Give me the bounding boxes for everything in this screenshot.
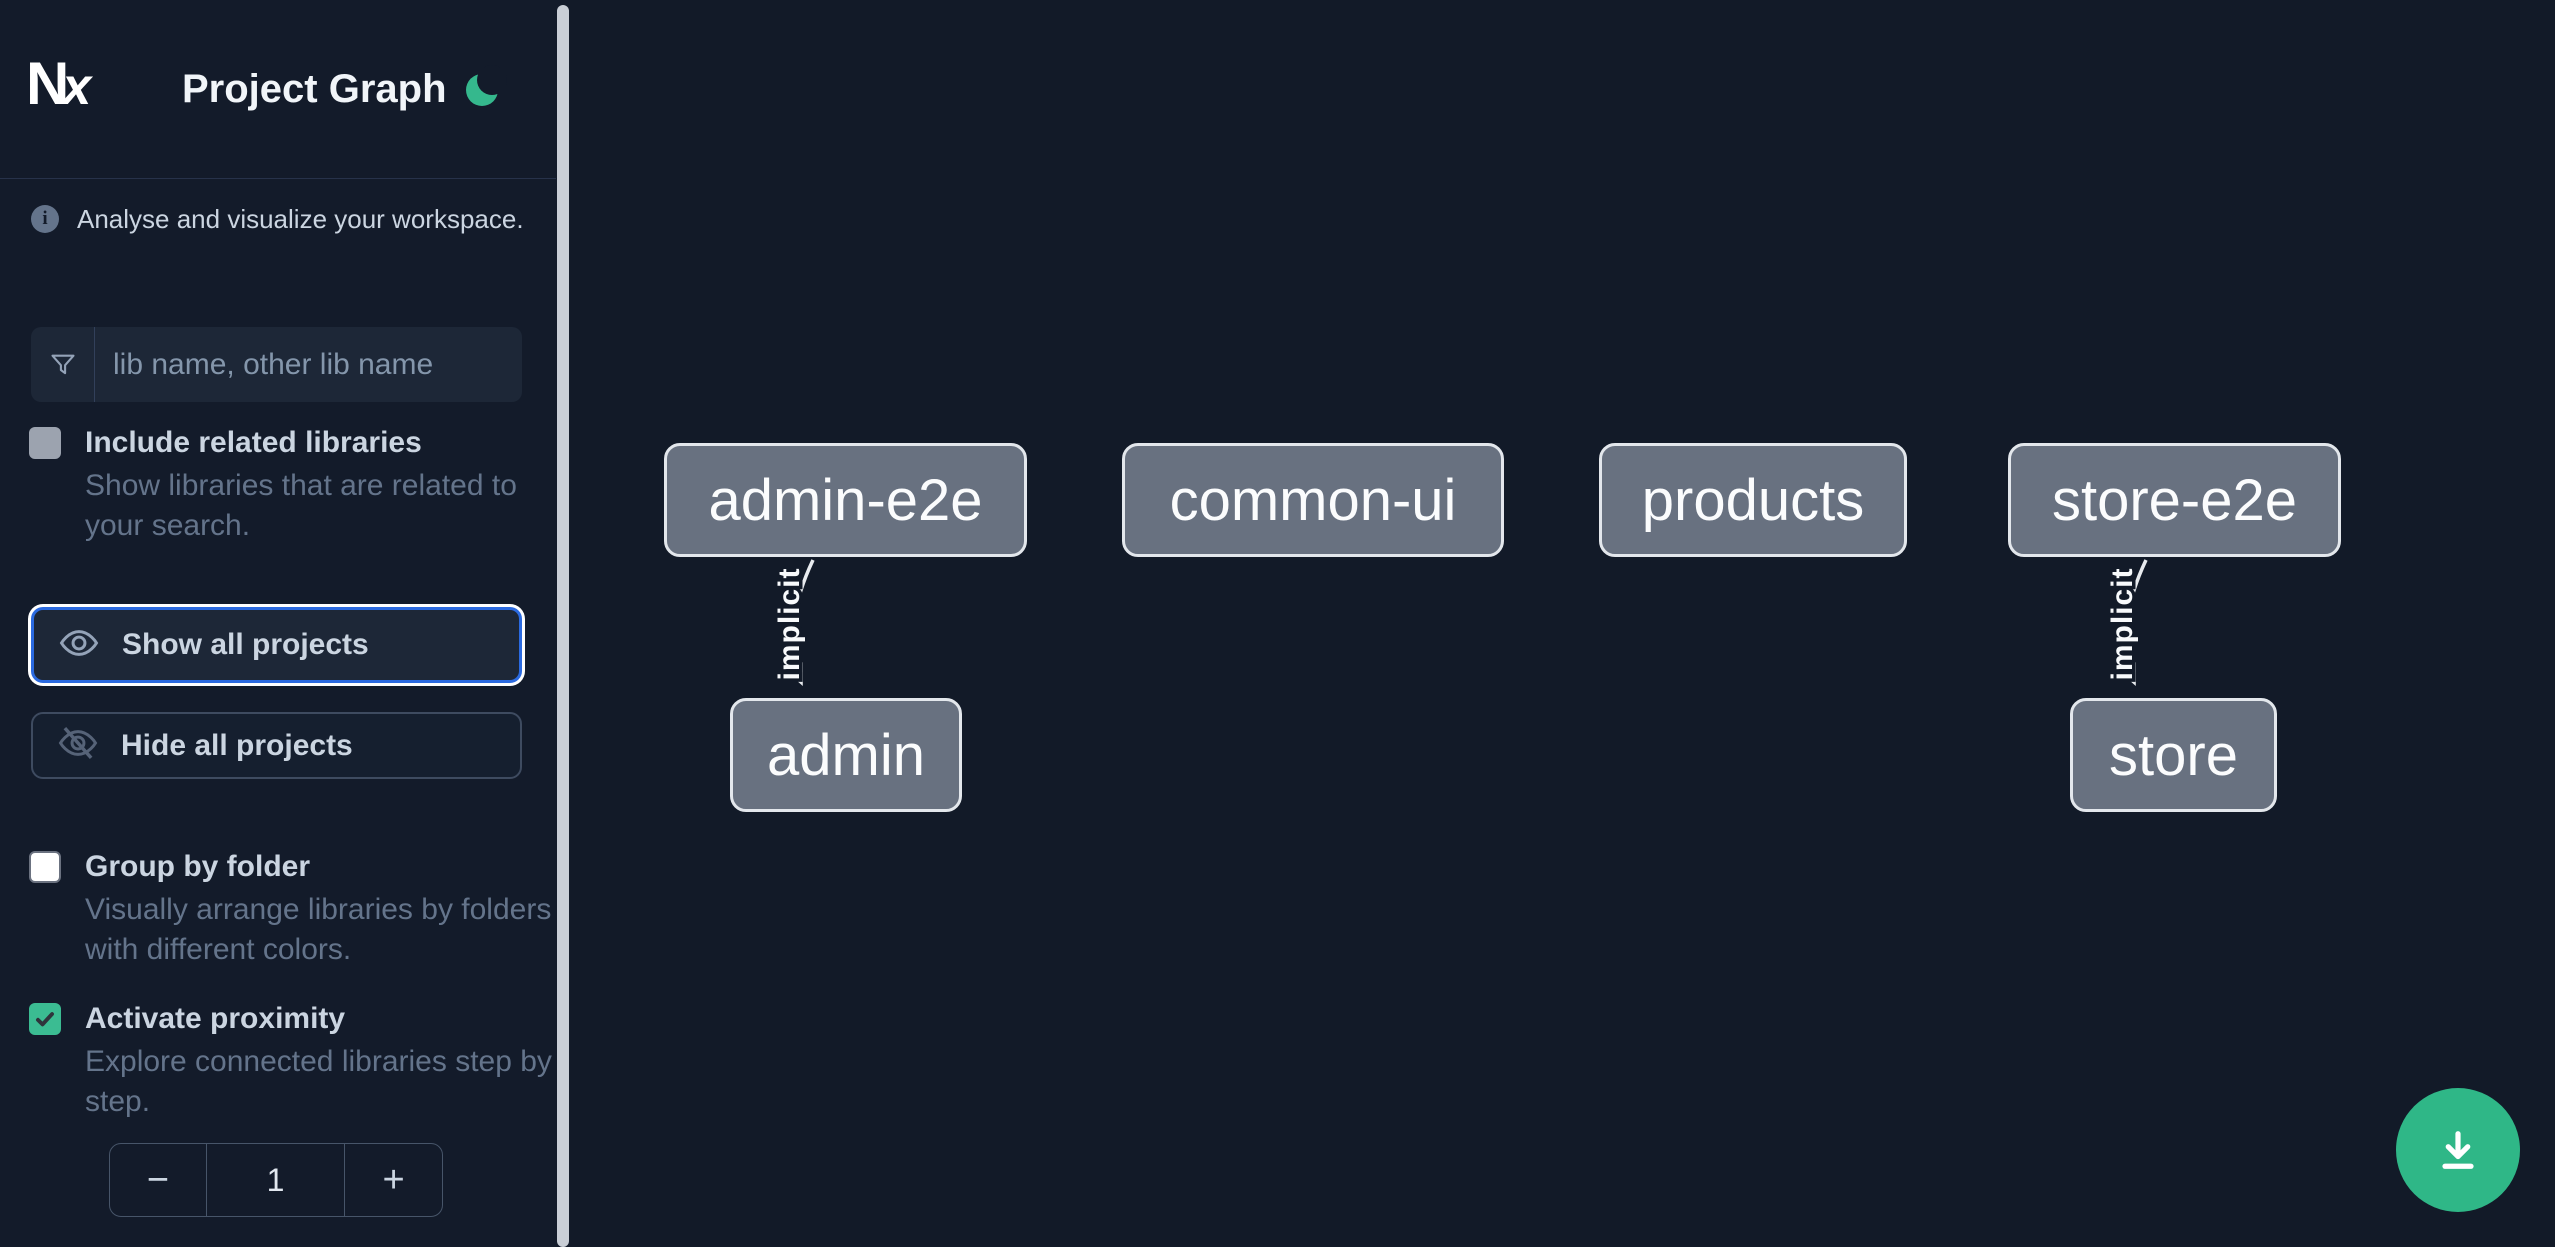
option-description: Visually arrange libraries by folders wi… bbox=[85, 893, 552, 966]
option-description: Explore connected libraries step by step… bbox=[85, 1045, 552, 1118]
option-label: Include related libraries bbox=[85, 426, 422, 459]
hide-all-projects-button[interactable]: Hide all projects bbox=[31, 712, 522, 779]
decrement-button[interactable]: − bbox=[146, 1158, 169, 1201]
option-description: Show libraries that are related to your … bbox=[85, 469, 517, 542]
eye-icon bbox=[58, 622, 100, 669]
graph-canvas[interactable]: implicit implicit admin-e2e common-ui produ… bbox=[570, 0, 2555, 1247]
checkbox-include-related-libraries[interactable] bbox=[29, 427, 61, 459]
intro-text: Analyse and visualize your workspace. bbox=[77, 204, 524, 234]
option-group-by-folder: Group by folder Visually arrange librari… bbox=[29, 849, 551, 970]
proximity-depth-stepper: − 1 + bbox=[109, 1143, 443, 1217]
hide-all-projects-label: Hide all projects bbox=[121, 728, 353, 762]
info-icon: i bbox=[31, 205, 59, 233]
nx-logo: Nx bbox=[26, 50, 91, 117]
graph-node-admin[interactable]: admin bbox=[730, 698, 962, 812]
eye-off-icon bbox=[57, 722, 99, 769]
graph-node-common-ui[interactable]: common-ui bbox=[1122, 443, 1504, 557]
option-include-related-libraries: Include related libraries Show libraries… bbox=[29, 425, 529, 546]
graph-edge-label: implicit bbox=[2106, 567, 2139, 680]
page-title: Project Graph bbox=[182, 67, 447, 111]
graph-node-admin-e2e[interactable]: admin-e2e bbox=[664, 443, 1027, 557]
download-icon bbox=[2442, 1131, 2474, 1169]
filter-funnel-icon bbox=[31, 327, 95, 402]
option-activate-proximity: Activate proximity Explore connected lib… bbox=[29, 1001, 552, 1122]
sidebar: Nx Project Graph i Analyse and visualize… bbox=[0, 0, 570, 1247]
checkbox-group-by-folder[interactable] bbox=[29, 851, 61, 883]
header-divider bbox=[0, 178, 556, 179]
scrollbar-thumb[interactable] bbox=[557, 5, 569, 1247]
graph-edge-store-e2e-to-store[interactable] bbox=[2118, 559, 2148, 686]
download-graph-button[interactable] bbox=[2396, 1088, 2520, 1212]
intro-row: i Analyse and visualize your workspace. bbox=[31, 203, 531, 236]
filter-field bbox=[31, 327, 522, 402]
option-label: Activate proximity bbox=[85, 1002, 346, 1035]
graph-edges-layer: implicit implicit bbox=[769, 559, 2148, 686]
check-icon bbox=[36, 1012, 54, 1027]
graph-edge-admin-e2e-to-admin[interactable] bbox=[785, 559, 815, 686]
proximity-depth-value: 1 bbox=[205, 1144, 346, 1216]
graph-node-store-e2e[interactable]: store-e2e bbox=[2008, 443, 2341, 557]
graph-node-products[interactable]: products bbox=[1599, 443, 1907, 557]
increment-button[interactable]: + bbox=[382, 1158, 405, 1201]
filter-input[interactable] bbox=[95, 327, 522, 402]
show-all-projects-label: Show all projects bbox=[122, 628, 369, 661]
graph-node-store[interactable]: store bbox=[2070, 698, 2277, 812]
theme-toggle-moon-icon[interactable] bbox=[466, 65, 507, 108]
graph-edge-label: implicit bbox=[773, 567, 806, 680]
sidebar-scrollbar[interactable] bbox=[556, 0, 570, 1247]
checkbox-activate-proximity[interactable] bbox=[29, 1003, 61, 1035]
show-all-projects-button[interactable]: Show all projects bbox=[31, 607, 522, 683]
option-label: Group by folder bbox=[85, 850, 310, 883]
